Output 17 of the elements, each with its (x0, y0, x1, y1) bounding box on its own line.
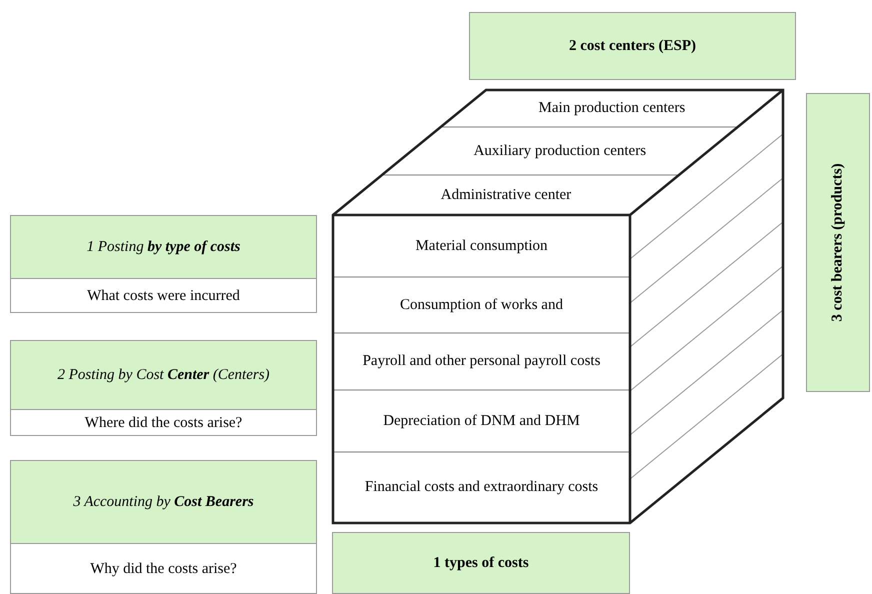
heading-box: 1 types of costs (332, 532, 630, 594)
face-label: Administrative center (377, 175, 634, 215)
face-label: Auxiliary production centers (431, 127, 688, 175)
posting-heading: 3 Accounting by Cost Bearers (11, 461, 316, 543)
cost-row: Consumption of works and (333, 277, 630, 333)
posting-question: Where did the costs arise? (11, 409, 316, 437)
posting-question: What costs were incurred (11, 278, 316, 314)
face-label: Main production centers (483, 90, 740, 127)
side-box: 3 cost bearers (products) (806, 93, 870, 392)
cost-row: Depreciation of DNM and DHM (333, 390, 630, 452)
cost-row: Financial costs and extraordinary costs (333, 452, 630, 523)
posting-heading: 1 Posting by type of costs (11, 216, 316, 278)
cost-row: Payroll and other personal payroll costs (333, 333, 630, 390)
heading-box: 2 cost centers (ESP) (469, 12, 796, 80)
posting-question: Why did the costs arise? (11, 543, 316, 594)
posting-heading: 2 Posting by Cost Center (Centers) (11, 341, 316, 409)
cost-row: Material consumption (333, 215, 630, 277)
